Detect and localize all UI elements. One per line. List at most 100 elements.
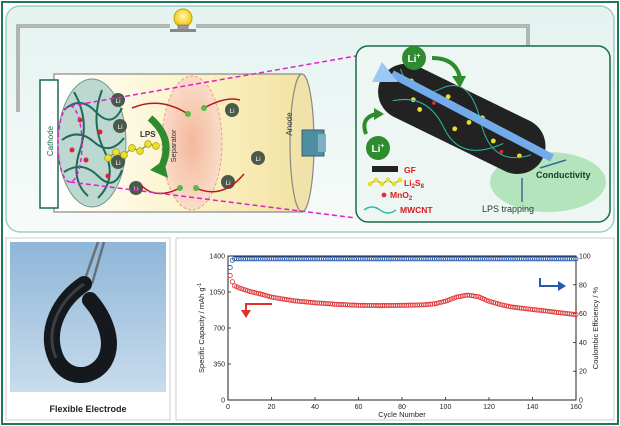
li-ion: Li (111, 155, 125, 169)
capacity-point (245, 288, 251, 294)
capacity-point (488, 299, 494, 305)
photo-panel: Flexible Electrode (5, 237, 171, 421)
legend-mwcnt: MWCNT (400, 205, 433, 215)
arrow-head (452, 76, 466, 88)
efficiency-point (573, 256, 579, 262)
svg-text:Li+: Li+ (372, 143, 385, 155)
capacity-point (449, 296, 455, 302)
capacity-point (227, 273, 233, 279)
arrow-head (558, 281, 566, 291)
tweezers-icon (82, 241, 106, 285)
capacity-point (242, 287, 248, 293)
zoom-connector (69, 55, 357, 219)
svg-text:Li: Li (115, 98, 120, 105)
x-tick-label: 20 (268, 404, 276, 411)
svg-text:Li: Li (117, 124, 122, 131)
capacity-point (258, 291, 264, 297)
zoom-region (57, 105, 83, 183)
green-arrow-icon (431, 56, 462, 79)
svg-text:Li: Li (115, 160, 120, 167)
svg-text:Li: Li (229, 108, 234, 115)
lps-chain (104, 140, 160, 162)
li-plus-ion: Li+ (366, 136, 390, 160)
li-ions: Li Li Li Li Li Li (111, 93, 265, 195)
li-ion: Li (111, 93, 125, 107)
schematic-panel: Cathode Li Li Li (5, 5, 615, 233)
arrow-head (150, 160, 168, 178)
capacity-point (451, 295, 457, 301)
capacity-point (571, 311, 577, 317)
x-tick-label: 60 (355, 404, 363, 411)
red-arrow-icon (203, 98, 241, 109)
cathode-label: Cathode (46, 125, 55, 156)
y-right-tick-label: 0 (579, 398, 583, 405)
legend-mno2: MnO2 (390, 190, 413, 202)
li-ion: Li (129, 181, 143, 195)
y-right-tick-label: 60 (579, 311, 587, 318)
capacity-point (486, 298, 492, 304)
capacity-point (238, 286, 244, 292)
y-left-tick-label: 350 (213, 362, 225, 369)
capacity-point (262, 292, 268, 298)
li-ion: Li (113, 119, 127, 133)
capacity-point (473, 293, 479, 299)
capacity-point (260, 292, 266, 298)
capacity-point (264, 293, 270, 299)
svg-text:Li: Li (255, 156, 260, 163)
separator-label: Separator (169, 129, 178, 162)
x-tick-label: 120 (483, 404, 495, 411)
lps-label: LPS (140, 130, 156, 139)
capacity-point (442, 298, 448, 304)
separator (161, 75, 223, 211)
legend-li2s8: Li2S8 (404, 178, 425, 190)
arrow-head (241, 310, 251, 318)
capacity-point (573, 312, 579, 318)
photo-caption: Flexible Electrode (49, 404, 126, 414)
y-right-tick-label: 20 (579, 369, 587, 376)
chart-frame (175, 237, 615, 421)
capacity-point (240, 286, 246, 292)
x-tick-label: 0 (226, 404, 230, 411)
y-right-tick-label: 100 (579, 254, 591, 261)
capacity-point (255, 291, 261, 297)
green-arrow-icon (362, 112, 377, 135)
li-ion: Li (225, 103, 239, 117)
red-arrow-icon (131, 102, 189, 115)
capacity-point (229, 279, 235, 285)
x-tick-label: 80 (398, 404, 406, 411)
y-left-tick-label: 0 (221, 398, 225, 405)
y-left-tick-label: 700 (213, 326, 225, 333)
conductivity-arrow-icon (390, 70, 554, 162)
efficiency-point (227, 265, 233, 271)
y-right-tick-label: 80 (579, 282, 587, 289)
arrow-head (374, 108, 384, 120)
li-ion: Li (251, 151, 265, 165)
y-right-tick-label: 40 (579, 340, 587, 347)
capacity-point (440, 299, 446, 305)
capacity-point (493, 300, 499, 306)
svg-text:Li+: Li+ (408, 53, 421, 65)
lps-trapping-label: LPS trapping (482, 204, 534, 214)
y-left-axis-label: Specific Capacity / mAh g-1 (197, 283, 206, 373)
anode-label: Anode (285, 112, 294, 136)
capacity-axis-arrow-icon (245, 303, 272, 312)
legend-gf: GF (404, 165, 416, 175)
x-tick-label: 160 (570, 404, 582, 411)
capacity-point (236, 285, 242, 291)
efficiency-axis-arrow-icon (539, 278, 560, 287)
capacity-point (445, 297, 451, 303)
x-axis-label: Cycle Number (378, 410, 426, 419)
li-plus-ion: Li+ (402, 46, 426, 70)
diagram-legend: GF Li2S8 MnO2 MWCNT (363, 165, 433, 215)
x-tick-label: 40 (311, 404, 319, 411)
arrow-head (372, 62, 398, 82)
light-bulb-icon (170, 8, 196, 32)
svg-text:Li: Li (133, 186, 138, 193)
svg-text:Li: Li (225, 180, 230, 187)
x-tick-label: 100 (440, 404, 452, 411)
red-arrow-icon (195, 173, 245, 193)
capacity-point (490, 299, 496, 305)
